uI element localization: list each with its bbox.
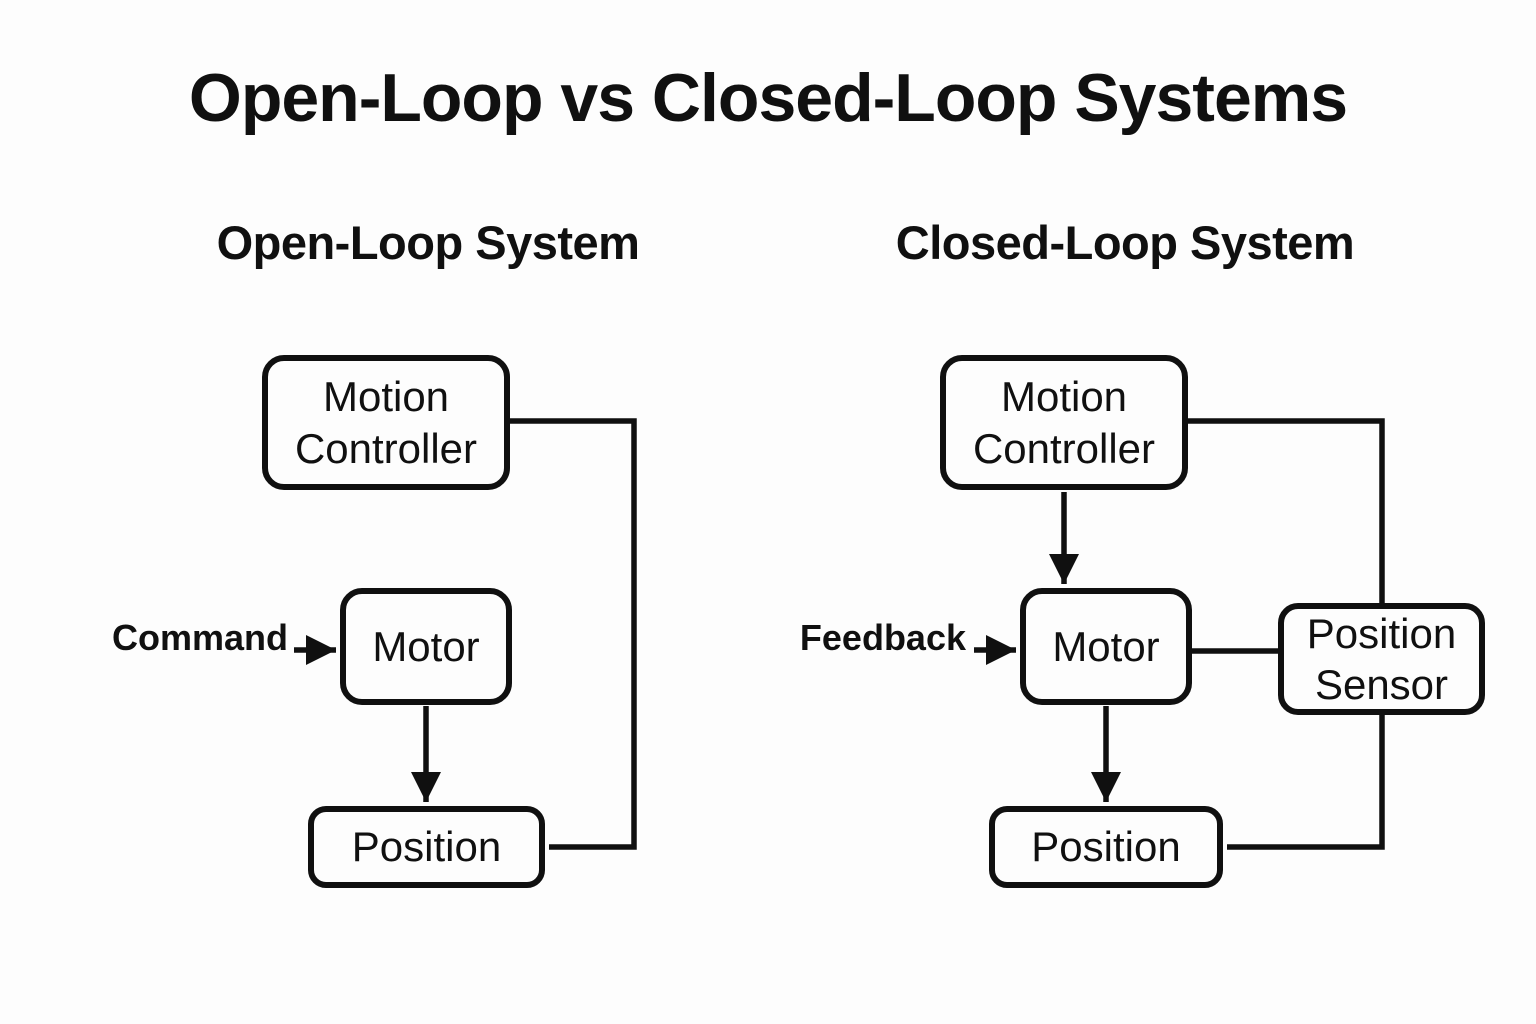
- command-label: Command: [111, 617, 288, 658]
- open-loop-controller-to-position-line: [508, 418, 637, 850]
- open-loop-position-node: Position: [308, 806, 545, 888]
- closed-loop-position-sensor-node: Position Sensor: [1278, 603, 1485, 715]
- closed-loop-controller-to-sensor-line: [1186, 418, 1385, 605]
- feedback-label: Feedback: [799, 617, 966, 658]
- closed-loop-sensor-to-position-line: [1227, 713, 1385, 850]
- open-loop-subtitle: Open-Loop System: [216, 216, 640, 269]
- open-loop-motor-node: Motor: [340, 588, 512, 705]
- closed-loop-motion-controller-node: Motion Controller: [940, 355, 1188, 490]
- page-title: Open-Loop vs Closed-Loop Systems: [188, 60, 1348, 136]
- closed-loop-subtitle: Closed-Loop System: [895, 216, 1355, 269]
- closed-loop-position-node: Position: [989, 806, 1223, 888]
- closed-loop-motor-node: Motor: [1020, 588, 1192, 705]
- open-loop-motion-controller-node: Motion Controller: [262, 355, 510, 490]
